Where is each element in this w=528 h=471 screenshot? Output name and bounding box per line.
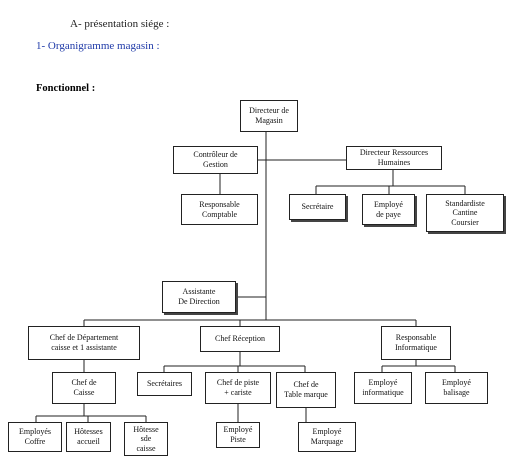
section-1-heading: 1- Organigramme magasin : (36, 40, 160, 52)
box-hotesses-accueil: Hôtesses accueil (66, 422, 111, 452)
box-chef-piste: Chef de piste + cariste (205, 372, 271, 404)
box-responsable-informatique: Responsable Informatique (381, 326, 451, 360)
box-secretaires: Secrétaires (137, 372, 192, 396)
box-assistante-direction: Assistante De Direction (162, 281, 236, 313)
box-chef-table-marque: Chef de Table marque (276, 372, 336, 408)
box-employe-balisage: Employé balisage (425, 372, 488, 404)
box-employe-paye: Employé de paye (362, 194, 415, 225)
box-directeur-rh: Directeur Ressources Humaines (346, 146, 442, 170)
box-directeur: Directeur de Magasin (240, 100, 298, 132)
box-chef-departement-caisse: Chef de Département caisse et 1 assistan… (28, 326, 140, 360)
box-employe-piste: Employé Piste (216, 422, 260, 448)
box-hotesses-caisse: Hôtesse sde caisse (124, 422, 168, 456)
box-chef-caisse: Chef de Caisse (52, 372, 116, 404)
section-a-heading: A- présentation siége : (70, 18, 170, 30)
box-controleur-gestion: Contrôleur de Gestion (173, 146, 258, 174)
box-secretaire: Secrétaire (289, 194, 346, 220)
box-standardiste: Standardiste Cantine Coursier (426, 194, 504, 232)
box-employe-informatique: Employé informatique (354, 372, 412, 404)
functional-heading: Fonctionnel : (36, 83, 96, 94)
box-employes-coffre: Employés Coffre (8, 422, 62, 452)
box-chef-reception: Chef Réception (200, 326, 280, 352)
box-responsable-comptable: Responsable Comptable (181, 194, 258, 225)
box-employe-marquage: Employé Marquage (298, 422, 356, 452)
